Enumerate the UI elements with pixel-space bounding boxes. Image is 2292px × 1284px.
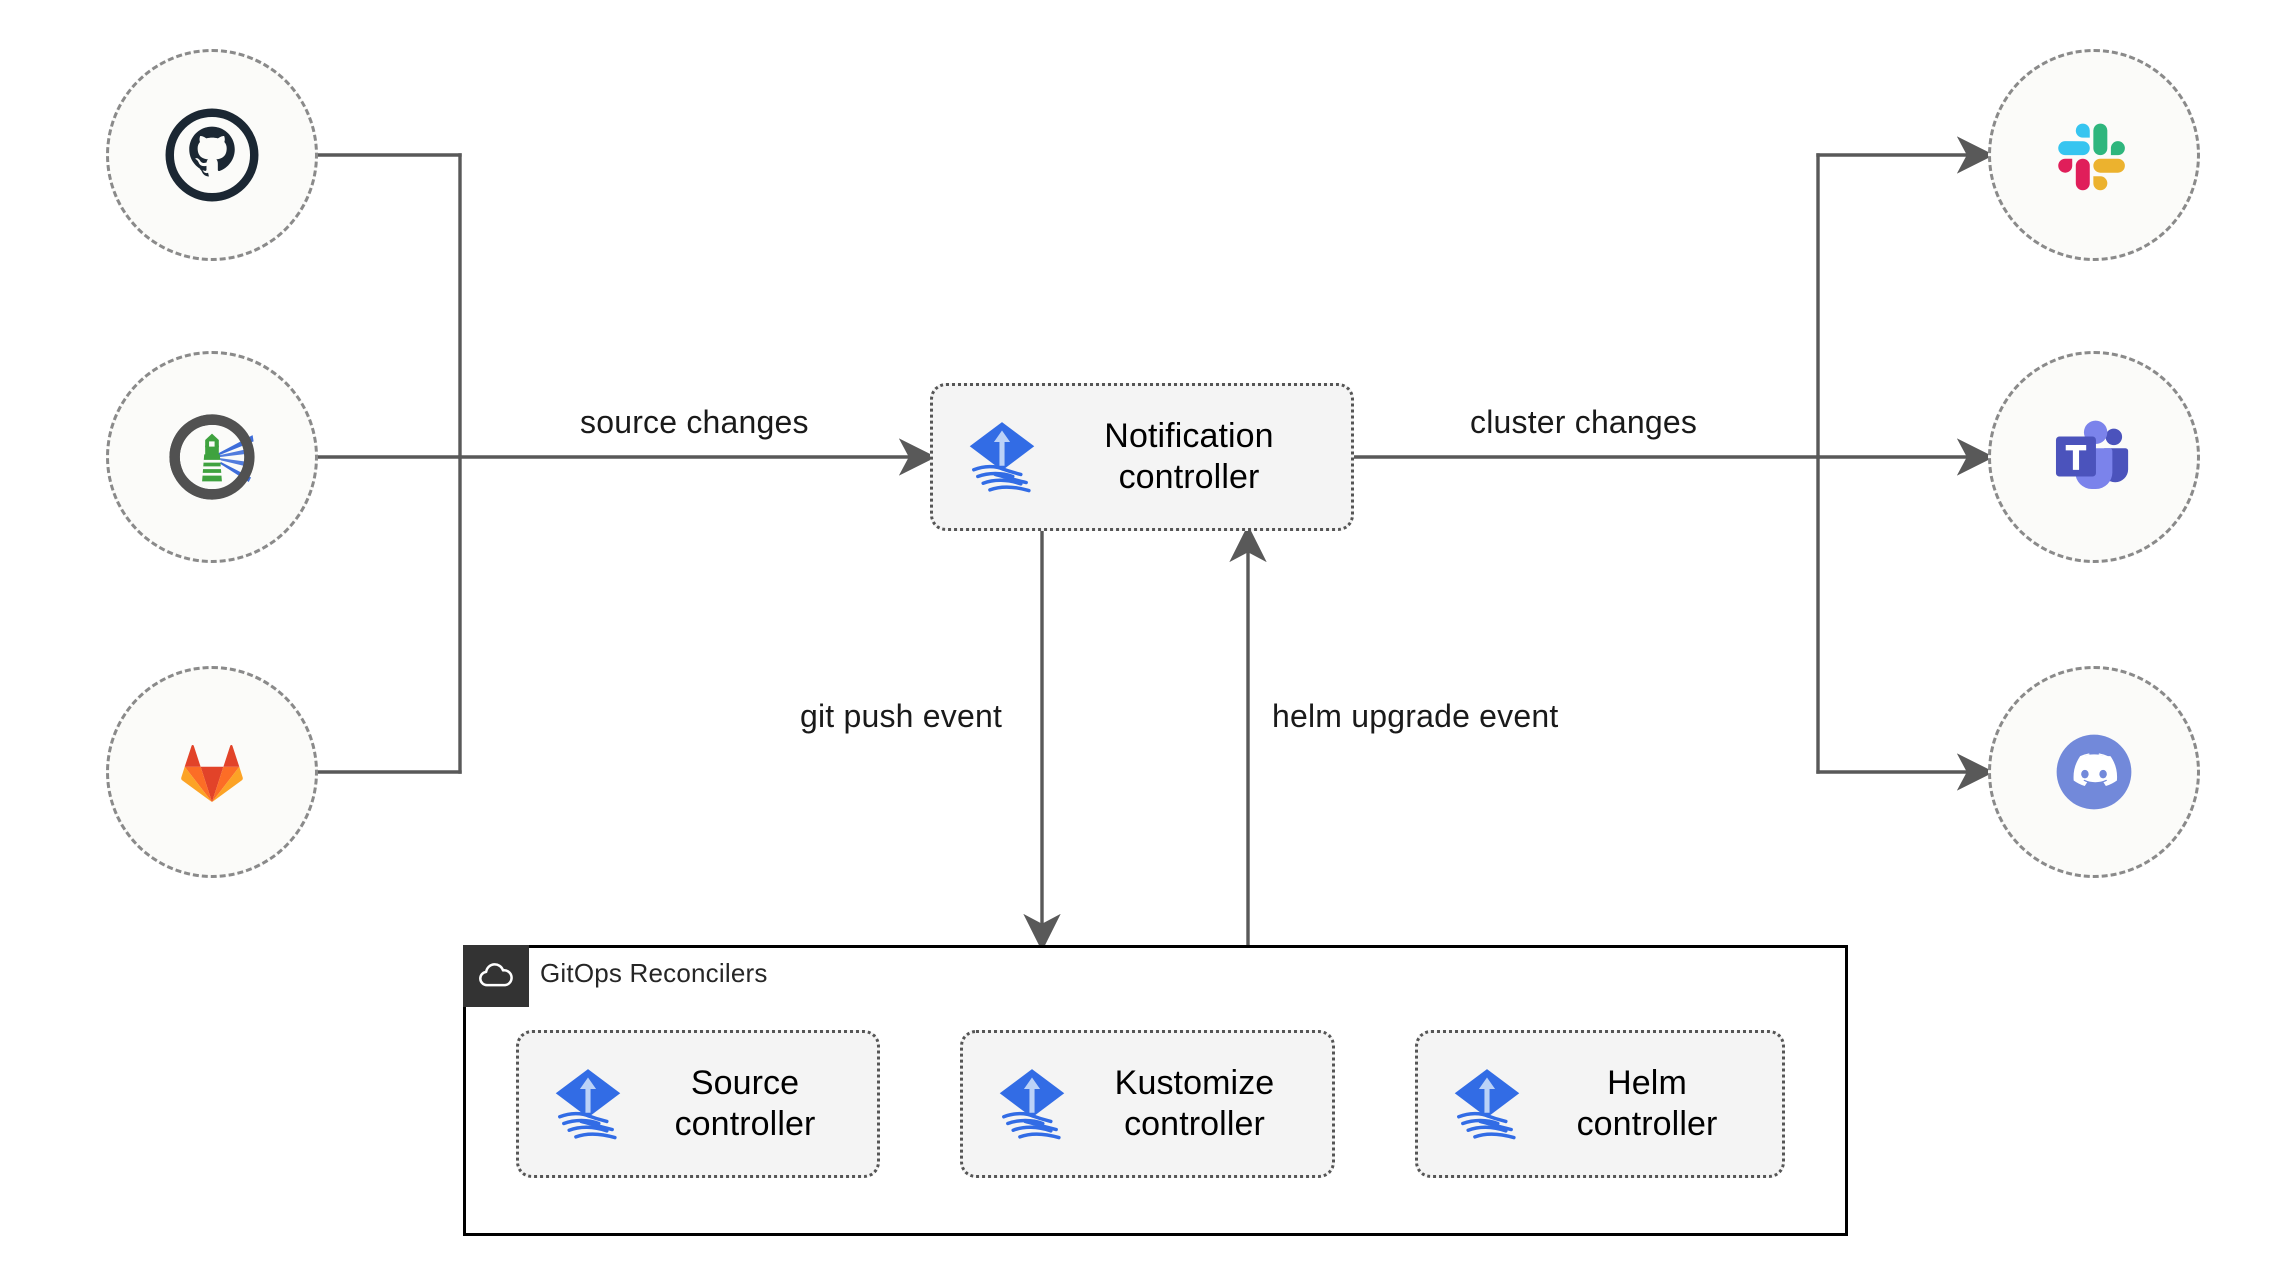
flux-icon xyxy=(999,1069,1065,1140)
edge-label-cluster-changes: cluster changes xyxy=(1470,404,1698,440)
kustomize-controller-label: Kustomize controller xyxy=(1114,1063,1275,1143)
destination-node-slack[interactable] xyxy=(1988,49,2200,261)
source-controller-label: Source controller xyxy=(674,1063,816,1143)
source-node-gitlab[interactable] xyxy=(106,666,318,878)
helm-icon xyxy=(169,411,258,503)
flux-icon xyxy=(555,1069,621,1140)
gitlab-icon xyxy=(181,745,243,803)
microsoft-teams-icon xyxy=(2055,420,2129,490)
cloud-icon xyxy=(479,963,513,987)
flux-icon xyxy=(1454,1069,1520,1140)
edge-label-git-push-event: git push event xyxy=(800,698,1003,734)
source-node-helm-repo[interactable] xyxy=(106,351,318,563)
source-controller-box[interactable]: Source controller xyxy=(516,1030,880,1178)
notification-controller-box[interactable]: Notification controller xyxy=(930,383,1354,531)
notification-controller-label: Notification controller xyxy=(1104,416,1274,496)
destination-node-teams[interactable] xyxy=(1988,351,2200,563)
gitops-reconcilers-tab xyxy=(463,945,529,1007)
edge-label-source-changes: source changes xyxy=(580,404,809,440)
kustomize-controller-box[interactable]: Kustomize controller xyxy=(960,1030,1335,1178)
helm-controller-label: Helm controller xyxy=(1576,1063,1718,1143)
helm-controller-box[interactable]: Helm controller xyxy=(1415,1030,1785,1178)
flux-icon xyxy=(969,422,1035,493)
source-node-github[interactable] xyxy=(106,49,318,261)
github-icon xyxy=(165,108,259,202)
slack-icon xyxy=(2058,123,2125,191)
gitops-reconcilers-title: GitOps Reconcilers xyxy=(540,958,768,988)
edge-label-helm-upgrade-event: helm upgrade event xyxy=(1272,698,1559,734)
discord-icon xyxy=(2056,734,2132,810)
destination-node-discord[interactable] xyxy=(1988,666,2200,878)
